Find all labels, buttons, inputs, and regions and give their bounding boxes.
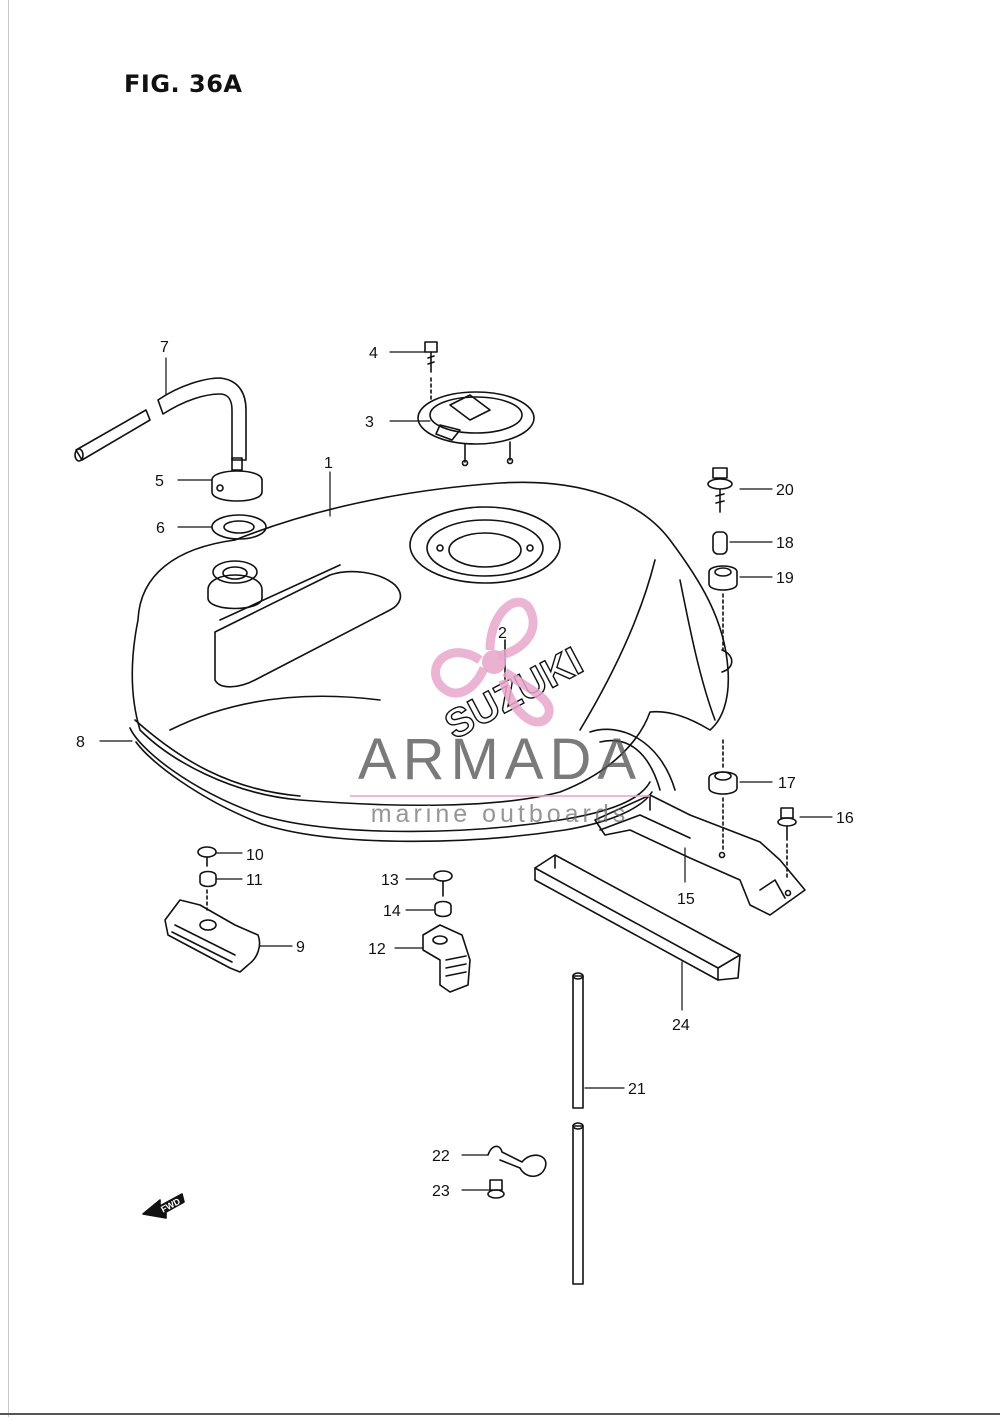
callout-7: 7: [160, 339, 169, 356]
vent-cap: [211, 457, 263, 502]
rubber-damper: [164, 899, 261, 973]
callout-1: 1: [324, 455, 333, 472]
callout-6: 6: [156, 520, 165, 537]
figure-title: FIG. 36A: [124, 70, 243, 98]
callout-3: 3: [365, 414, 374, 431]
watermark-subtitle: marine outboards: [370, 800, 630, 828]
callout-14: 14: [383, 903, 401, 920]
clip-bolt: [487, 1179, 505, 1199]
callout-15: 15: [677, 891, 695, 908]
callout-19: 19: [776, 570, 794, 587]
callout-9: 9: [296, 939, 305, 956]
fuel-tank-body: [131, 481, 733, 807]
damper-screw: [433, 870, 453, 897]
cushion-lower: [708, 739, 738, 851]
bracket-bolt: [777, 807, 797, 881]
callout-13: 13: [381, 872, 399, 889]
hose-clip: [487, 1145, 547, 1178]
watermark-propeller-icon: [431, 597, 554, 727]
mount-bolt: [707, 467, 733, 513]
callout-16: 16: [836, 810, 854, 827]
callout-4: 4: [369, 345, 378, 362]
callout-10: 10: [246, 847, 264, 864]
leader-lines: [99, 351, 833, 1191]
damper-washer: [434, 900, 452, 918]
callout-24: 24: [672, 1017, 690, 1034]
callout-8: 8: [76, 734, 85, 751]
callout-23: 23: [432, 1183, 450, 1200]
callout-12: 12: [368, 941, 386, 958]
side-washer: [199, 870, 217, 911]
callout-20: 20: [776, 482, 794, 499]
drain-hose: [572, 972, 584, 1285]
page-border: [8, 0, 9, 1417]
side-screw: [197, 846, 217, 867]
gasket: [211, 514, 267, 540]
callout-numbers: 7 4 3 1 5 6 2 8 20 18 19 17 16 15 24 21 …: [76, 339, 854, 1200]
callout-11: 11: [246, 872, 263, 889]
watermark-title: ARMADA: [357, 727, 643, 792]
collar: [712, 531, 728, 555]
mounting-bracket: [594, 794, 806, 916]
callout-2: 2: [498, 625, 507, 642]
fuel-cap: [417, 391, 535, 467]
page-border-bottom: [0, 1413, 1000, 1415]
cap-screw: [424, 341, 438, 401]
cushion-upper: [708, 565, 738, 651]
watermark-hub: [482, 650, 506, 674]
rubber-cushion: [422, 924, 471, 993]
callout-17: 17: [778, 775, 796, 792]
callout-18: 18: [776, 535, 794, 552]
breather-hose: [74, 377, 247, 462]
callout-22: 22: [432, 1148, 450, 1165]
fwd-arrow: [142, 1193, 185, 1219]
foam-strip: [534, 854, 741, 981]
callout-5: 5: [155, 473, 164, 490]
callout-21: 21: [628, 1081, 646, 1098]
tank-bottom-rim: [129, 719, 653, 843]
